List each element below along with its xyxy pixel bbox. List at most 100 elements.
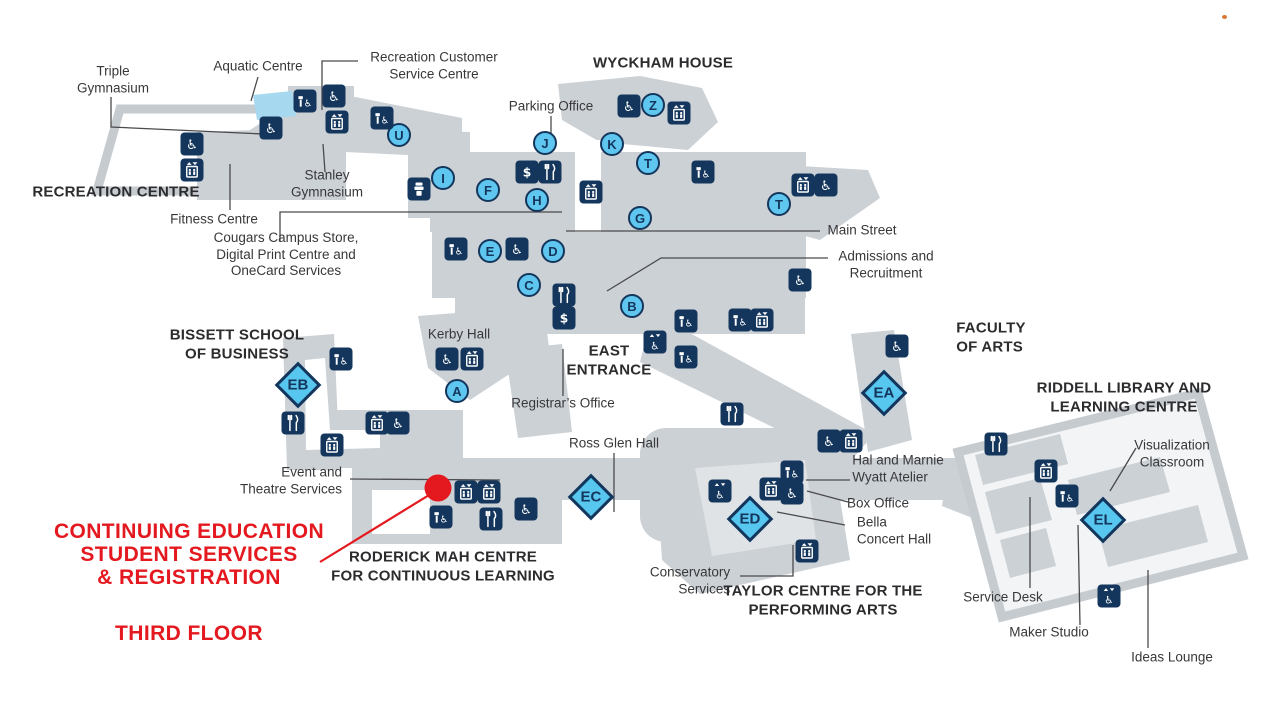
- label-cougars-campus-store: Cougars Campus Store, Digital Print Cent…: [213, 229, 359, 279]
- restaurant-icon: [538, 160, 562, 184]
- leader-bella-concert-hall: [776, 511, 846, 526]
- entrance-marker-T: T: [767, 192, 791, 216]
- svg-text:$: $: [523, 165, 532, 179]
- elevator-icon: [839, 429, 863, 453]
- leader-box-office: [806, 490, 849, 503]
- wheelchair-icon: ♿: [435, 347, 459, 371]
- label-ross-glen-hall: Ross Glen Hall: [568, 435, 660, 451]
- entrance-marker-K: K: [600, 132, 624, 156]
- label-wyckham-house: WYCKHAM HOUSE: [592, 54, 734, 72]
- elevator-icon: [365, 411, 389, 435]
- wheelchair-icon: ♿: [259, 116, 283, 140]
- wheelchair-icon: ♿: [617, 94, 641, 118]
- label-fitness-centre: Fitness Centre: [170, 211, 258, 227]
- restaurant-icon: [720, 402, 744, 426]
- svg-text:♿: ♿: [786, 487, 798, 502]
- wheelchair-icon: ♿: [322, 84, 346, 108]
- diamond-label: EB: [287, 376, 309, 394]
- leader-recreation-customer-service: [321, 60, 358, 110]
- label-conservatory-services: Conservatory Services: [649, 564, 731, 596]
- svg-text:♿: ♿: [715, 489, 724, 501]
- washroom-icon: ♿: [293, 89, 317, 113]
- restaurant-icon: [552, 283, 576, 307]
- washroom-icon: ♿: [370, 106, 394, 130]
- highlight-annotation: CONTINUING EDUCATION STUDENT SERVICES & …: [38, 520, 340, 589]
- svg-text:♿: ♿: [685, 318, 694, 329]
- riddell-block-1: [975, 434, 1068, 485]
- label-stanley-gymnasium: Stanley Gymnasium: [290, 167, 364, 199]
- elevator-icon: [795, 539, 819, 563]
- svg-text:♿: ♿: [820, 179, 832, 194]
- elevator-accessible-icon: ♿: [1097, 584, 1121, 608]
- diamond-label: EC: [580, 488, 602, 506]
- diamond-label: EA: [873, 384, 895, 402]
- entrance-marker-B: B: [620, 294, 644, 318]
- label-bissett-school-of-business: BISSETT SCHOOL OF BUSINESS: [169, 326, 305, 362]
- leader-aquatic-centre: [250, 76, 259, 102]
- leader-triple-gymnasium: [110, 97, 265, 135]
- elevator-icon: [750, 308, 774, 332]
- washroom-icon: ♿: [674, 345, 698, 369]
- wheelchair-icon: ♿: [505, 237, 529, 261]
- building-marker-ED: ED: [726, 495, 774, 543]
- elevator-icon: [477, 480, 501, 504]
- wheelchair-icon: ♿: [788, 268, 812, 292]
- elevator-icon: [320, 433, 344, 457]
- svg-text:♿: ♿: [791, 469, 800, 480]
- restaurant-icon: [984, 432, 1008, 456]
- label-hal-and-marnie-wyatt-atelier: Hal and Marnie Wyatt Atelier: [852, 452, 944, 484]
- label-recreation-customer-service-centre: Recreation Customer Service Centre: [370, 49, 498, 81]
- wheelchair-icon: ♿: [180, 132, 204, 156]
- riddell-block-3: [1098, 505, 1208, 567]
- washroom-icon: ♿: [329, 347, 353, 371]
- svg-text:♿: ♿: [794, 274, 806, 289]
- svg-text:♿: ♿: [441, 353, 453, 368]
- svg-text:♿: ♿: [702, 169, 711, 180]
- leader-maker-studio: [1077, 524, 1081, 626]
- elevator-accessible-icon: ♿: [708, 479, 732, 503]
- riddell-block-4: [985, 478, 1052, 534]
- riddell-block-2: [1068, 457, 1170, 515]
- entrance-marker-J: J: [533, 131, 557, 155]
- entrance-marker-G: G: [628, 206, 652, 230]
- elevator-icon: [180, 158, 204, 182]
- label-service-desk: Service Desk: [963, 589, 1043, 605]
- svg-text:$: $: [560, 311, 569, 325]
- aquatic-pool: [253, 91, 296, 120]
- diamond-label: ED: [739, 510, 761, 528]
- building-marker-EB: EB: [274, 361, 322, 409]
- label-ideas-lounge: Ideas Lounge: [1131, 649, 1213, 665]
- washroom-icon: ♿: [674, 309, 698, 333]
- label-aquatic-centre: Aquatic Centre: [213, 58, 303, 74]
- elevator-icon: [454, 480, 478, 504]
- label-taylor-centre: TAYLOR CENTRE FOR THE PERFORMING ARTS: [723, 582, 923, 618]
- label-faculty-of-arts: FACULTY OF ARTS: [956, 319, 1026, 355]
- washroom-icon: ♿: [1055, 484, 1079, 508]
- label-maker-studio: Maker Studio: [1009, 624, 1089, 640]
- leader-stanley-gymnasium: [322, 143, 326, 173]
- entrance-marker-H: H: [525, 188, 549, 212]
- label-bella-concert-hall: Bella Concert Hall: [856, 514, 932, 546]
- label-admissions-and-recruitment: Admissions and Recruitment: [838, 248, 934, 280]
- wheelchair-icon: ♿: [885, 334, 909, 358]
- entrance-marker-D: D: [541, 239, 565, 263]
- svg-text:♿: ♿: [739, 317, 748, 328]
- entrance-marker-C: C: [517, 273, 541, 297]
- riddell-block-5: [1000, 528, 1056, 578]
- registrar-band: [505, 344, 572, 438]
- svg-text:♿: ♿: [823, 435, 835, 450]
- svg-text:♿: ♿: [440, 514, 449, 525]
- highlight-dot: [424, 474, 452, 502]
- svg-text:♿: ♿: [891, 340, 903, 355]
- entrance-marker-T: T: [636, 151, 660, 175]
- leader-event-theatre: [349, 478, 501, 481]
- elevator-icon: [1034, 459, 1058, 483]
- label-kerby-hall: Kerby Hall: [427, 326, 491, 342]
- svg-text:♿: ♿: [392, 417, 404, 432]
- svg-text:♿: ♿: [1104, 594, 1113, 606]
- washroom-icon: ♿: [444, 237, 468, 261]
- leader-conservatory: [740, 545, 794, 577]
- washroom-icon: ♿: [728, 308, 752, 332]
